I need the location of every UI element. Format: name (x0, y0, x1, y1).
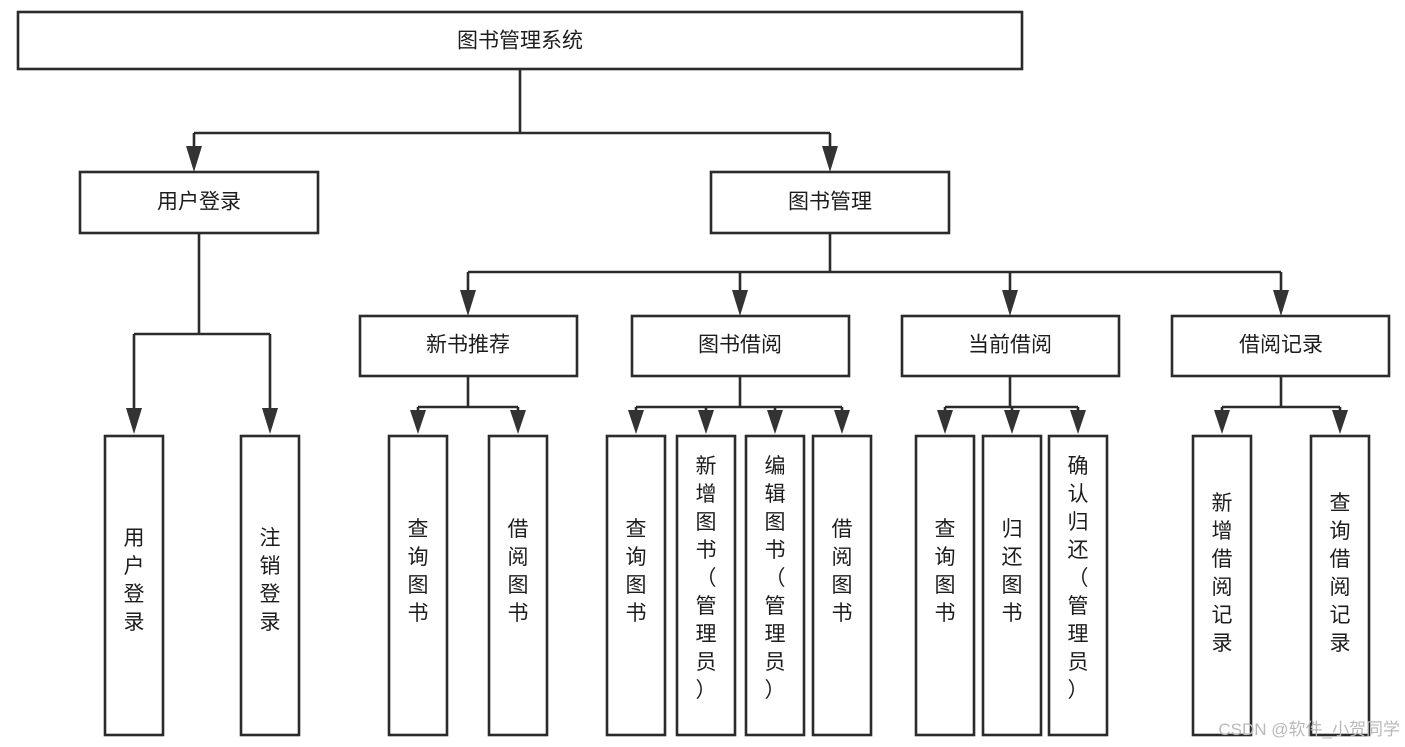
node-borrow-record-label: 借阅记录 (1239, 334, 1323, 357)
node-leaf-borrow-book-1-box[interactable] (487, 434, 549, 737)
arrow-head-borrow-record (1273, 290, 1289, 316)
node-leaf-add-book-box[interactable] (675, 434, 737, 737)
arrow-head-leaf-add-book (698, 410, 714, 434)
node-leaf-query-book-3-box[interactable] (914, 434, 976, 737)
node-leaf-query-book-1[interactable]: 查询图书 (387, 434, 449, 737)
arrow-head-leaf-query-book-3 (937, 410, 953, 434)
node-new-book-recommend[interactable]: 新书推荐 (358, 314, 579, 378)
node-leaf-logout-login-label: 注销登录 (260, 527, 281, 634)
connector-group-book-borrow (628, 376, 850, 434)
node-leaf-confirm-return-box[interactable] (1047, 434, 1109, 737)
node-root-label: 图书管理系统 (457, 30, 583, 53)
node-leaf-user-login-box[interactable] (103, 434, 165, 737)
node-user-login-label: 用户登录 (157, 191, 241, 214)
arrow-head-leaf-confirm-return (1070, 410, 1086, 434)
node-leaf-user-login[interactable]: 用户登录 (103, 434, 165, 737)
arrow-head-leaf-logout-login (262, 408, 278, 434)
node-user-login-box[interactable] (78, 170, 320, 235)
node-leaf-add-record-box[interactable] (1191, 434, 1253, 737)
node-leaf-return-book[interactable]: 归还图书 (981, 434, 1043, 737)
node-user-login[interactable]: 用户登录 (78, 170, 320, 235)
node-leaf-return-book-label: 归还图书 (1002, 518, 1023, 625)
connector-group-book-management (460, 233, 1289, 316)
node-root[interactable]: 图书管理系统 (16, 10, 1024, 71)
node-leaf-borrow-book-1-label: 借阅图书 (508, 518, 529, 625)
node-borrow-record-box[interactable] (1170, 314, 1391, 378)
node-leaf-query-book-1-label: 查询图书 (408, 518, 429, 625)
node-leaf-edit-book-label: 编辑图书（管理员） (765, 455, 786, 702)
node-leaf-add-record[interactable]: 新增借阅记录 (1191, 434, 1253, 737)
node-leaf-query-record-box[interactable] (1309, 434, 1371, 737)
node-leaf-query-book-1-box[interactable] (387, 434, 449, 737)
node-leaf-logout-login[interactable]: 注销登录 (239, 434, 301, 737)
node-leaf-query-book-2[interactable]: 查询图书 (605, 434, 667, 737)
node-leaf-user-login-label: 用户登录 (124, 527, 145, 634)
node-borrow-record[interactable]: 借阅记录 (1170, 314, 1391, 378)
node-root-box[interactable] (16, 10, 1024, 71)
connector-group-user-login (126, 233, 278, 434)
node-leaf-confirm-return-label: 确认归还（管理员） (1068, 455, 1089, 702)
node-book-borrow-box[interactable] (630, 314, 851, 378)
arrow-head-leaf-return-book (1004, 410, 1020, 434)
arrow-head-user-login (186, 146, 202, 172)
connector-group-new-book-recommend (410, 376, 526, 434)
arrow-head-leaf-query-record (1332, 410, 1348, 434)
node-leaf-query-record-label: 查询借阅记录 (1330, 492, 1351, 655)
node-leaf-logout-login-box[interactable] (239, 434, 301, 737)
node-new-book-recommend-box[interactable] (358, 314, 579, 378)
arrow-head-leaf-borrow-book-1 (510, 410, 526, 434)
arrow-head-leaf-borrow-book-2 (834, 410, 850, 434)
node-leaf-borrow-book-2-label: 借阅图书 (832, 518, 853, 625)
node-book-management[interactable]: 图书管理 (709, 170, 951, 235)
arrow-head-book-management (822, 146, 838, 172)
node-leaf-edit-book-box[interactable] (744, 434, 806, 737)
node-current-borrow[interactable]: 当前借阅 (900, 314, 1121, 378)
node-book-borrow-label: 图书借阅 (698, 334, 782, 357)
node-leaf-query-record[interactable]: 查询借阅记录 (1309, 434, 1371, 737)
arrow-head-leaf-add-record (1214, 410, 1230, 434)
node-book-management-box[interactable] (709, 170, 951, 235)
csdn-watermark: CSDN @软件_小贺同学 (1218, 720, 1400, 739)
node-leaf-query-book-2-box[interactable] (605, 434, 667, 737)
arrow-head-book-borrow (732, 290, 748, 316)
node-leaf-borrow-book-1[interactable]: 借阅图书 (487, 434, 549, 737)
node-leaf-add-book-label: 新增图书（管理员） (696, 455, 717, 702)
node-leaf-add-book[interactable]: 新增图书（管理员） (675, 434, 737, 737)
node-leaf-query-book-3-label: 查询图书 (935, 518, 956, 625)
arrow-head-leaf-edit-book (767, 410, 783, 434)
node-leaf-borrow-book-2-box[interactable] (811, 434, 873, 737)
node-leaf-confirm-return[interactable]: 确认归还（管理员） (1047, 434, 1109, 737)
arrow-head-current-borrow (1002, 290, 1018, 316)
arrow-head-leaf-query-book-2 (628, 410, 644, 434)
node-book-borrow[interactable]: 图书借阅 (630, 314, 851, 378)
node-leaf-query-book-3[interactable]: 查询图书 (914, 434, 976, 737)
node-leaf-query-book-2-label: 查询图书 (626, 518, 647, 625)
connector-group-root (186, 69, 838, 172)
arrow-head-leaf-user-login (126, 408, 142, 434)
node-leaf-edit-book[interactable]: 编辑图书（管理员） (744, 434, 806, 737)
connector-group-current-borrow (937, 376, 1086, 434)
connector-group-borrow-record (1214, 376, 1348, 434)
node-leaf-add-record-label: 新增借阅记录 (1212, 492, 1233, 655)
node-book-management-label: 图书管理 (788, 191, 872, 214)
node-leaf-borrow-book-2[interactable]: 借阅图书 (811, 434, 873, 737)
node-new-book-recommend-label: 新书推荐 (426, 334, 510, 357)
node-current-borrow-label: 当前借阅 (968, 334, 1052, 357)
arrow-head-new-book-recommend (460, 290, 476, 316)
node-leaf-return-book-box[interactable] (981, 434, 1043, 737)
arrow-head-leaf-query-book-1 (410, 410, 426, 434)
node-current-borrow-box[interactable] (900, 314, 1121, 378)
